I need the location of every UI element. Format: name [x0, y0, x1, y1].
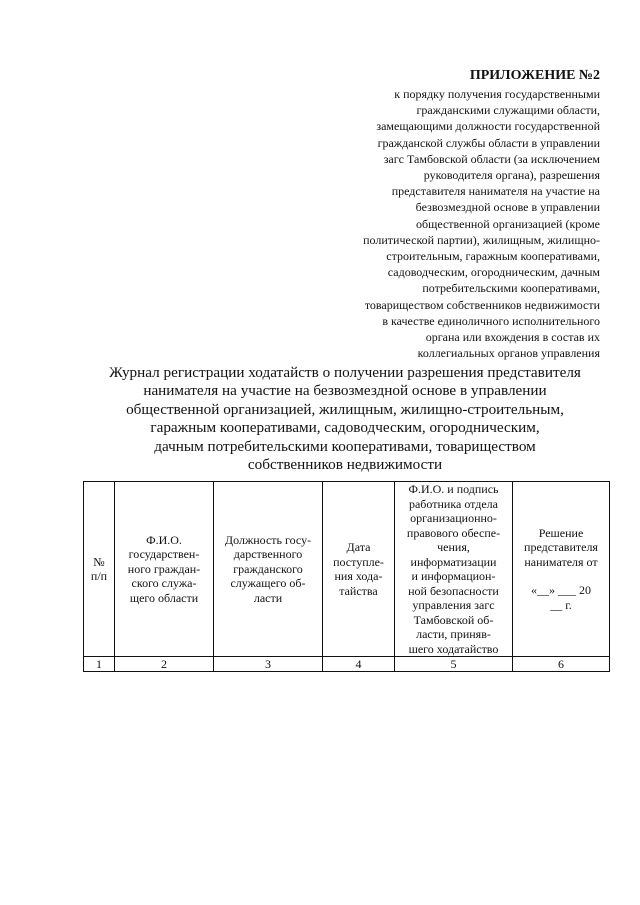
header-line: нанимателя от — [524, 554, 598, 569]
header-line: Решение — [538, 525, 584, 540]
header-line: щего области — [129, 590, 199, 605]
header-line: государствен- — [128, 547, 200, 562]
header-line: ского служа- — [131, 576, 197, 591]
appendix-title: ПРИЛОЖЕНИЕ №2 — [469, 68, 600, 83]
header-line: служащего об- — [230, 576, 306, 591]
appendix-line: гражданскими служащими области, — [416, 103, 600, 118]
header-line: № — [93, 554, 105, 569]
header-line: ного граждан- — [127, 561, 201, 576]
appendix-line: руководителя органа), разрешения — [423, 168, 600, 183]
header-line: ной безопасности — [408, 583, 499, 598]
appendix-line: гражданской службы области в управлении — [377, 135, 600, 150]
column-number: 3 — [213, 656, 323, 672]
appendix-text: к порядку получения государственными граж… — [300, 86, 600, 361]
header-line: Тамбовской об- — [413, 612, 494, 627]
appendix-line: общественной организацией (кроме — [416, 216, 600, 231]
header-line: дарственного — [233, 547, 303, 562]
appendix-line: представителя нанимателя на участие на — [391, 184, 600, 199]
appendix-line: коллегиальных органов управления — [417, 346, 600, 361]
appendix-block: ПРИЛОЖЕНИЕ №2 к порядку получения госуда… — [300, 68, 600, 361]
header-line: управления загс — [412, 598, 495, 612]
appendix-line: в качестве единоличного исполнительного — [382, 313, 600, 328]
header-line: __ г. — [550, 597, 572, 612]
header-line: поступле- — [333, 554, 384, 569]
header-line: Ф.И.О. и подпись — [408, 482, 499, 496]
header-line: организационно- — [410, 511, 497, 525]
header-line: ласти, приняв- — [416, 627, 491, 641]
header-line: ласти — [253, 590, 283, 605]
appendix-line: садоводческим, огородническим, дачным — [387, 265, 600, 280]
appendix-line: замещающими должности государственной — [376, 119, 600, 134]
column-number: 2 — [114, 656, 214, 672]
header-line: п/п — [90, 569, 108, 583]
column-number: 1 — [83, 656, 115, 672]
header-line: информатизации — [410, 554, 497, 569]
appendix-line: политической партии), жилищным, жилищно- — [363, 232, 600, 247]
header-line: тайства — [339, 583, 378, 598]
journal-title-line: гаражным кооперативами, садоводческим, о… — [150, 419, 540, 437]
header-line: работника отдела — [408, 496, 498, 511]
header-cell: Ф.И.О.государствен-ного граждан-ского сл… — [114, 481, 214, 657]
header-line: правового обеспе- — [406, 525, 501, 540]
appendix-line: органа или вхождения в состав их — [425, 330, 600, 345]
column-number: 6 — [512, 656, 610, 672]
journal-title-line: собственников недвижимости — [247, 456, 443, 474]
header-line: гражданского — [233, 561, 303, 576]
appendix-line: строительным, гаражным кооперативами, — [386, 249, 600, 264]
header-line: чения, — [437, 540, 470, 554]
header-line: ния хода- — [334, 569, 383, 583]
appendix-line: потребительскими кооперативами, — [422, 281, 600, 296]
column-number: 4 — [322, 656, 395, 672]
header-line: Ф.И.О. — [146, 532, 182, 547]
journal-title-line: нанимателя на участие на безвозмездной о… — [143, 382, 547, 400]
appendix-line: товариществом собственников недвижимости — [364, 297, 600, 312]
header-line: представителя — [524, 540, 598, 555]
appendix-line: загс Тамбовской области (за исключением — [383, 151, 600, 166]
header-line: «__» ___ 20 — [531, 583, 591, 598]
journal-title: Журнал регистрации ходатайств о получени… — [80, 364, 610, 474]
header-line: и информацион- — [411, 569, 496, 583]
journal-title-line: Журнал регистрации ходатайств о получени… — [109, 364, 581, 381]
header-line: Дата — [346, 540, 371, 554]
header-line: Должность госу- — [224, 532, 312, 547]
column-number: 5 — [394, 656, 513, 672]
appendix-line: безвозмездной основе в управлении — [415, 200, 600, 215]
journal-title-line: дачным потребительскими кооперативами, т… — [154, 437, 536, 455]
appendix-line: к порядку получения государственными — [394, 87, 600, 101]
journal-title-line: общественной организацией, жилищным, жил… — [126, 400, 564, 418]
header-line: шего ходатайство — [408, 641, 499, 656]
header-gap — [515, 569, 607, 583]
